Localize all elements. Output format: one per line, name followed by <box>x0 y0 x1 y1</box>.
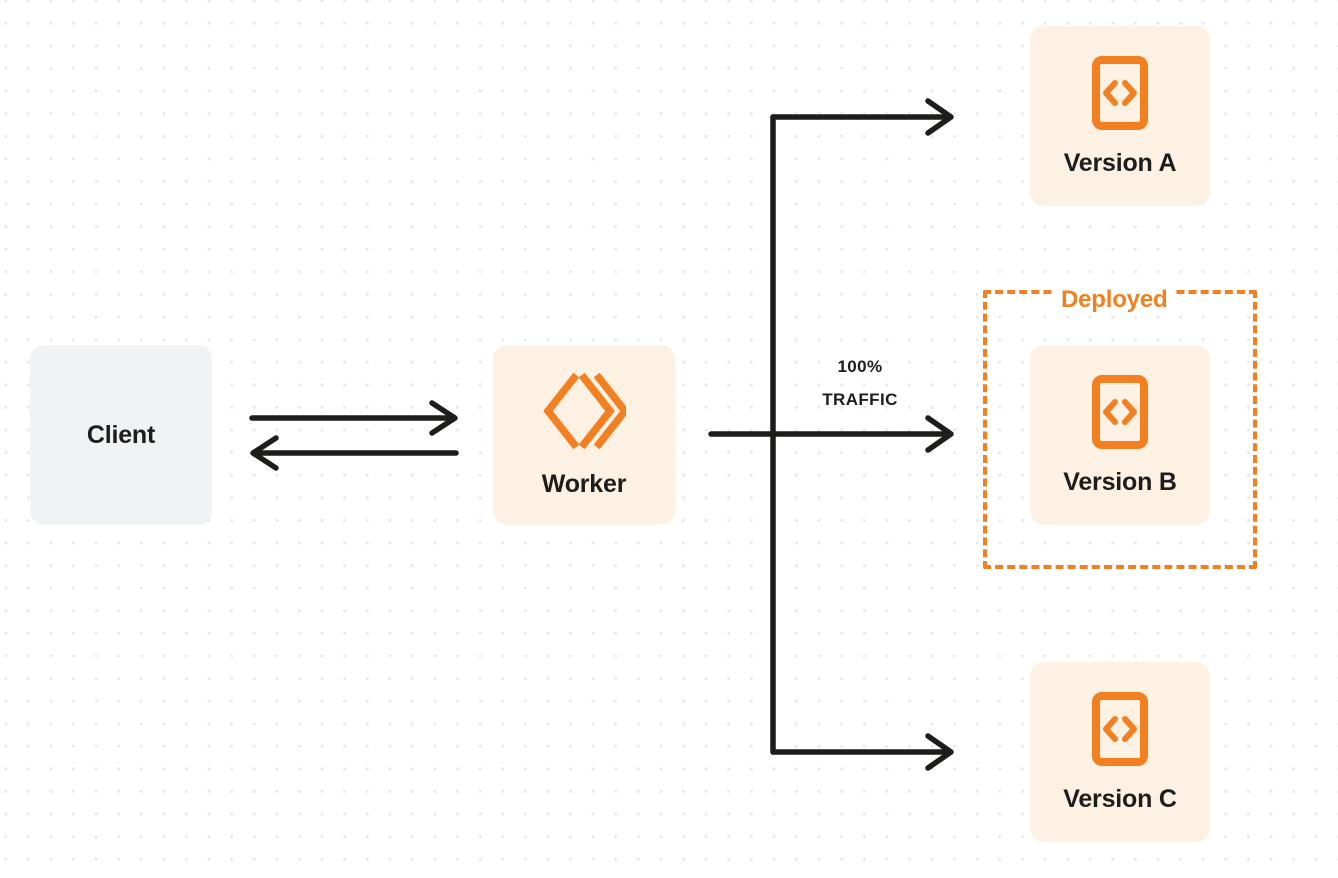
traffic-percent: 100% <box>837 357 883 376</box>
deployed-group-label: Deployed <box>1052 286 1177 314</box>
node-client[interactable]: Client <box>30 345 212 525</box>
node-client-label: Client <box>86 420 156 449</box>
code-file-icon <box>1091 55 1149 131</box>
node-worker-label: Worker <box>541 469 627 498</box>
arrow-worker-to-client <box>250 435 459 471</box>
code-file-icon <box>1091 691 1149 767</box>
workers-logo-icon <box>542 372 630 450</box>
arrow-to-version-c <box>770 733 954 771</box>
node-version-b-label: Version B <box>1063 467 1177 496</box>
arrow-to-version-b <box>770 415 954 453</box>
node-worker[interactable]: Worker <box>493 345 675 525</box>
code-file-icon <box>1091 374 1149 450</box>
node-version-c-label: Version C <box>1063 784 1177 813</box>
traffic-annotation: 100% TRAFFIC <box>792 350 928 416</box>
arrow-to-version-a <box>770 98 954 136</box>
node-version-b[interactable]: Version B <box>1030 345 1210 525</box>
node-version-c[interactable]: Version C <box>1030 662 1210 842</box>
node-version-a[interactable]: Version A <box>1030 26 1210 206</box>
traffic-unit: TRAFFIC <box>822 390 898 409</box>
arrow-client-to-worker <box>249 400 458 436</box>
node-version-a-label: Version A <box>1063 148 1177 177</box>
